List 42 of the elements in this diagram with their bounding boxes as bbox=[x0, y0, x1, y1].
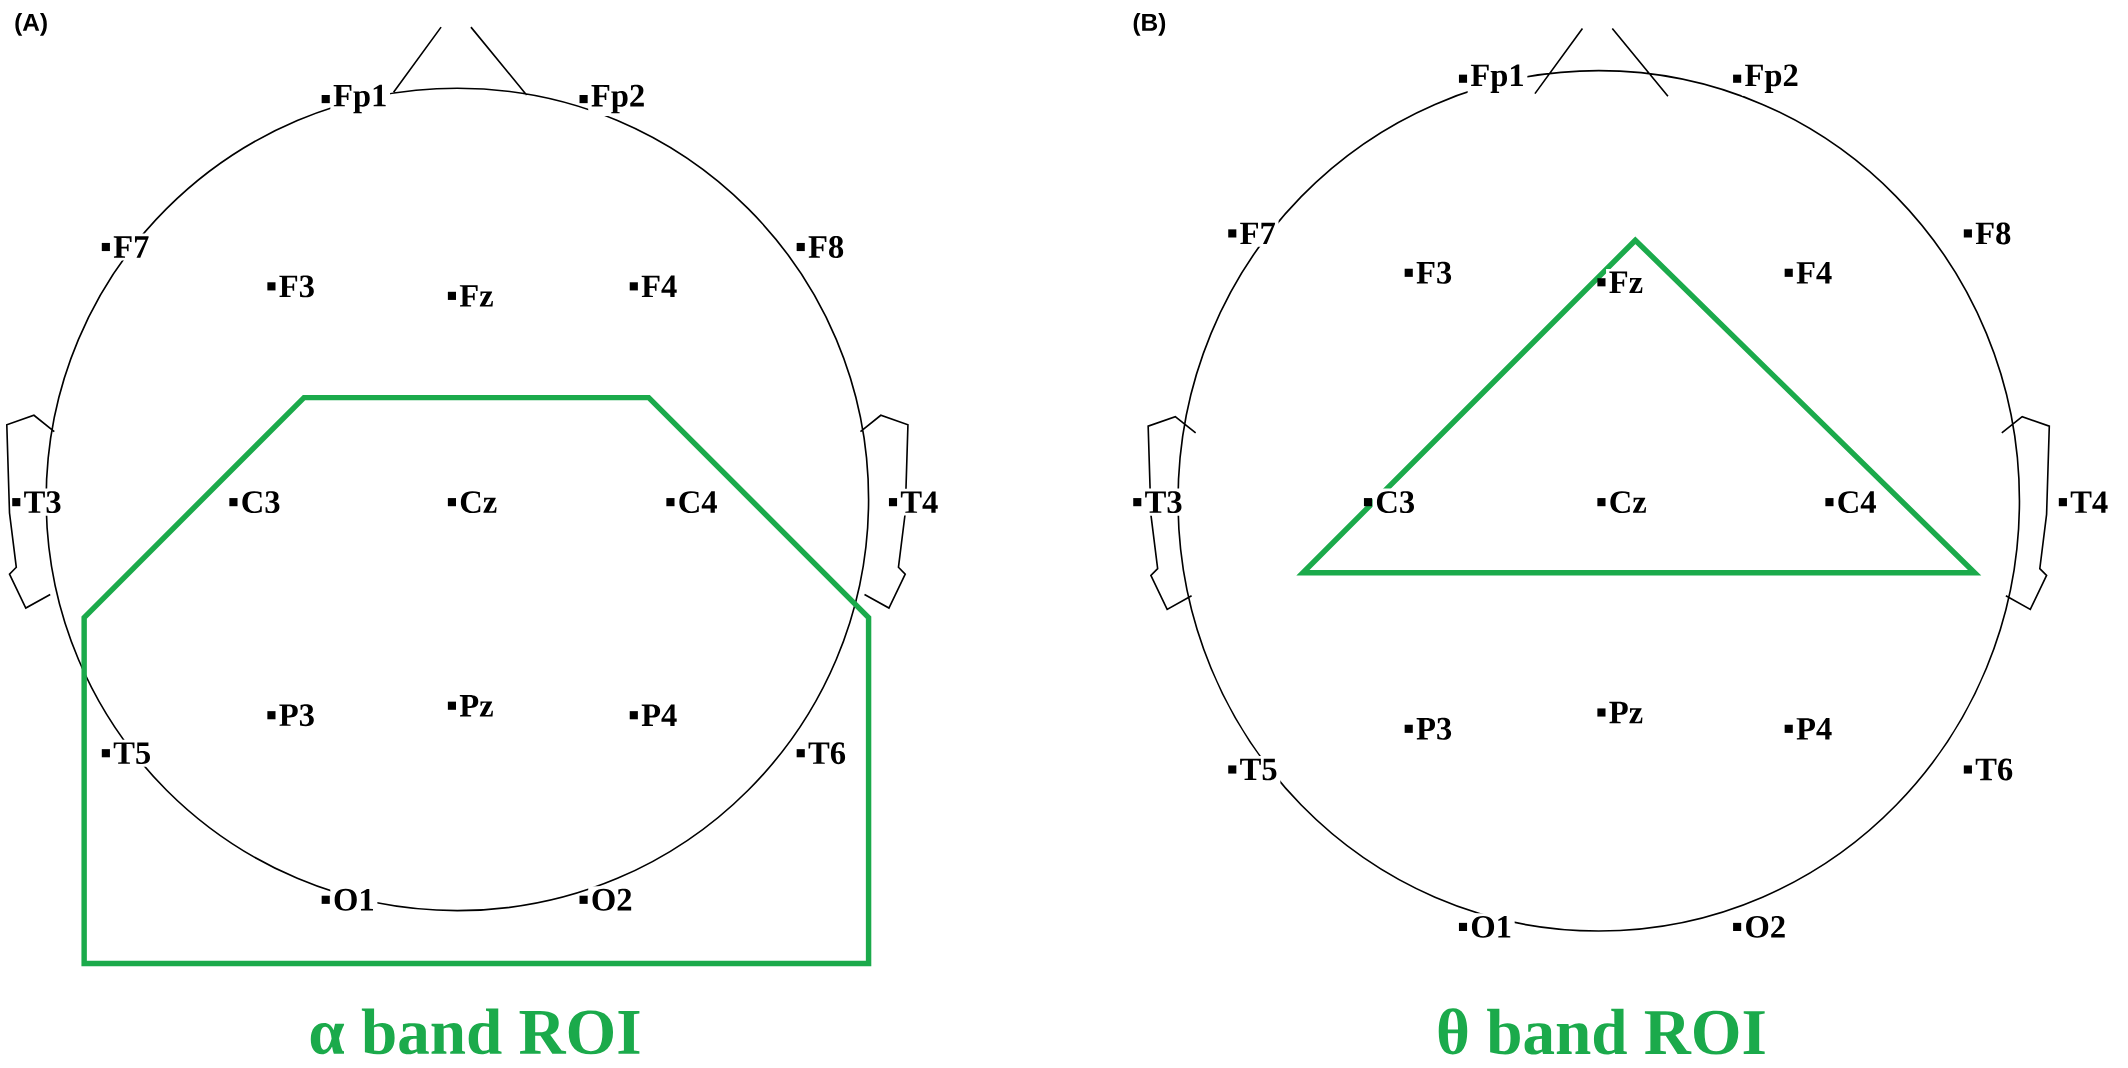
electrode-label: C3 bbox=[1372, 488, 1418, 516]
electrode-label: O1 bbox=[330, 886, 378, 914]
electrode-label: Cz bbox=[456, 488, 500, 516]
electrode-label: Fp2 bbox=[1741, 61, 1802, 96]
electrode-label: Fp1 bbox=[330, 82, 391, 116]
electrode-label: C4 bbox=[675, 488, 721, 516]
panel-label: (A) bbox=[15, 13, 47, 36]
electrode-label: O1 bbox=[1467, 913, 1515, 941]
panel-label: (B) bbox=[1133, 13, 1166, 36]
electrode-label: F8 bbox=[1972, 219, 2015, 248]
electrode-label: P4 bbox=[638, 701, 680, 729]
electrode-label: F4 bbox=[638, 272, 680, 300]
electrode-label: T4 bbox=[897, 488, 942, 516]
electrode-label: Fp2 bbox=[588, 82, 648, 116]
electrode-label: P3 bbox=[276, 701, 318, 729]
electrode-label: P4 bbox=[1793, 715, 1835, 743]
electrode-label: T5 bbox=[110, 739, 154, 767]
electrode-label: T5 bbox=[1236, 755, 1281, 783]
electrode-label: T3 bbox=[20, 488, 65, 516]
electrode-label: Pz bbox=[456, 692, 497, 720]
electrode-label: T6 bbox=[805, 739, 849, 767]
electrode-label: O2 bbox=[1741, 913, 1789, 941]
electrode-label: P3 bbox=[1413, 715, 1455, 743]
electrode-label: Fp1 bbox=[1467, 61, 1528, 96]
electrode-label: T3 bbox=[1141, 488, 1186, 516]
electrode-label: F7 bbox=[1236, 220, 1279, 247]
electrode-label: F8 bbox=[805, 233, 847, 261]
electrode-label: O2 bbox=[588, 886, 636, 914]
electrode-label: T6 bbox=[1972, 755, 2016, 784]
electrode-label: F3 bbox=[1413, 259, 1455, 287]
electrode-label: Cz bbox=[1606, 488, 1650, 516]
electrode-label: Fz bbox=[456, 282, 497, 310]
electrode-label: Fz bbox=[1606, 268, 1646, 296]
electrode-label: C4 bbox=[1834, 488, 1880, 516]
electrode-label: Pz bbox=[1606, 699, 1646, 726]
electrode-label: F7 bbox=[110, 233, 153, 261]
electrode-label: F4 bbox=[1793, 259, 1835, 287]
electrode-label: C3 bbox=[238, 488, 284, 516]
electrode-label: T4 bbox=[2067, 488, 2111, 516]
roi-title: θ band ROI bbox=[1438, 1008, 1765, 1055]
electrode-label: F3 bbox=[276, 272, 318, 300]
roi-title: α band ROI bbox=[310, 1008, 640, 1055]
